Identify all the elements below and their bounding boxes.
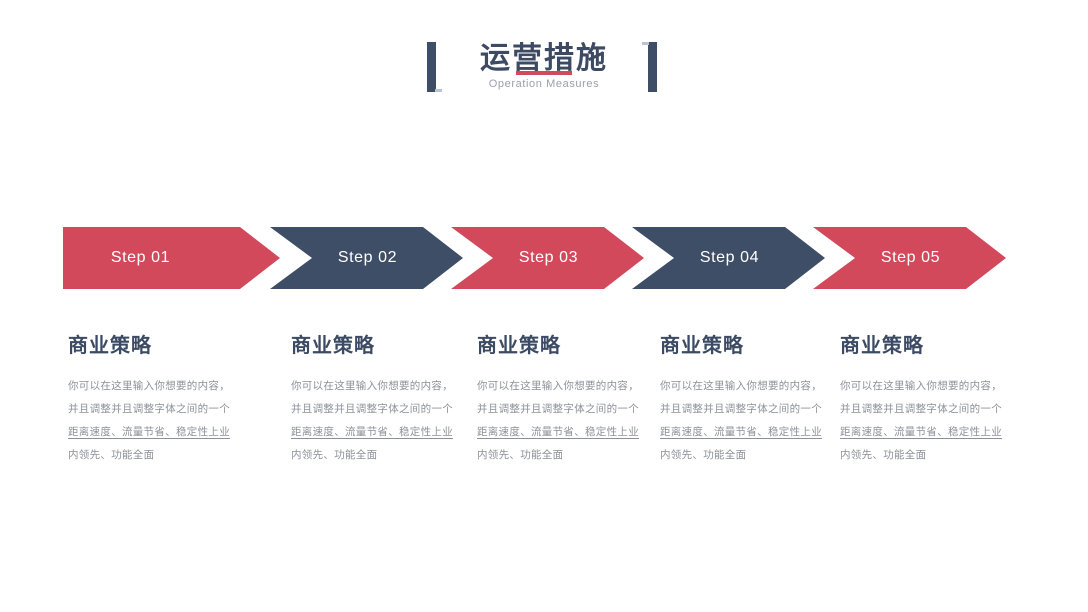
body-line: 并且调整并且调整字体之间的一个: [660, 403, 822, 415]
step-column-03: 商业策略 你可以在这里输入你想要的内容， 并且调整并且调整字体之间的一个 距离速…: [477, 329, 662, 467]
step-arrow-03: Step 03: [451, 227, 644, 289]
body-line-underlined: 距离速度、流量节省、稳定性上业: [291, 426, 453, 438]
right-bracket-decoration: [642, 42, 657, 92]
body-line-underlined: 距离速度、流量节省、稳定性上业: [477, 426, 639, 438]
column-04-heading: 商业策略: [660, 335, 744, 357]
step-04-label: Step 04: [699, 249, 760, 266]
body-line-underlined: 距离速度、流量节省、稳定性上业: [660, 426, 822, 438]
body-line-underlined: 距离速度、流量节省、稳定性上业: [840, 426, 1002, 438]
column-05-body: 你可以在这里输入你想要的内容， 并且调整并且调整字体之间的一个 距离速度、流量节…: [840, 375, 1025, 467]
body-line: 并且调整并且调整字体之间的一个: [291, 403, 453, 415]
body-line: 内领先、功能全面: [477, 449, 564, 461]
step-column-04: 商业策略 你可以在这里输入你想要的内容， 并且调整并且调整字体之间的一个 距离速…: [660, 329, 845, 467]
slide-title: 运营措施: [480, 42, 608, 75]
step-02-label: Step 02: [337, 249, 398, 266]
body-line: 你可以在这里输入你想要的内容，: [477, 380, 639, 392]
step-column-01: 商业策略 你可以在这里输入你想要的内容， 并且调整并且调整字体之间的一个 距离速…: [68, 329, 253, 467]
slide-subtitle: Operation Measures: [488, 78, 600, 90]
column-03-heading: 商业策略: [477, 335, 561, 357]
body-line: 内领先、功能全面: [68, 449, 155, 461]
body-line: 并且调整并且调整字体之间的一个: [68, 403, 230, 415]
step-column-05: 商业策略 你可以在这里输入你想要的内容， 并且调整并且调整字体之间的一个 距离速…: [840, 329, 1025, 467]
body-line: 内领先、功能全面: [840, 449, 927, 461]
step-arrow-05: Step 05: [813, 227, 1006, 289]
step-column-02: 商业策略 你可以在这里输入你想要的内容， 并且调整并且调整字体之间的一个 距离速…: [291, 329, 476, 467]
column-03-body: 你可以在这里输入你想要的内容， 并且调整并且调整字体之间的一个 距离速度、流量节…: [477, 375, 662, 467]
body-line: 并且调整并且调整字体之间的一个: [477, 403, 639, 415]
body-line: 内领先、功能全面: [291, 449, 378, 461]
column-01-body: 你可以在这里输入你想要的内容， 并且调整并且调整字体之间的一个 距离速度、流量节…: [68, 375, 253, 467]
body-line: 你可以在这里输入你想要的内容，: [68, 380, 230, 392]
slide-header: 运营措施 Operation Measures: [0, 0, 1088, 110]
step-01-label: Step 01: [110, 249, 171, 266]
body-line: 内领先、功能全面: [660, 449, 747, 461]
step-03-label: Step 03: [518, 249, 579, 266]
step-05-label: Step 05: [880, 249, 941, 266]
body-line: 并且调整并且调整字体之间的一个: [840, 403, 1002, 415]
body-line-underlined: 距离速度、流量节省、稳定性上业: [68, 426, 230, 438]
step-arrow-04: Step 04: [632, 227, 825, 289]
column-02-body: 你可以在这里输入你想要的内容， 并且调整并且调整字体之间的一个 距离速度、流量节…: [291, 375, 476, 467]
left-bracket-decoration: [427, 42, 442, 92]
body-line: 你可以在这里输入你想要的内容，: [291, 380, 453, 392]
step-arrow-02: Step 02: [270, 227, 463, 289]
column-02-heading: 商业策略: [291, 335, 375, 357]
title-underline-accent: [516, 71, 572, 75]
body-line: 你可以在这里输入你想要的内容，: [840, 380, 1002, 392]
column-04-body: 你可以在这里输入你想要的内容， 并且调整并且调整字体之间的一个 距离速度、流量节…: [660, 375, 845, 467]
step-arrow-01: Step 01: [63, 227, 280, 289]
steps-arrow-row: Step 01 Step 02 Step 03 Step 04 Step 05: [63, 227, 1013, 289]
column-05-heading: 商业策略: [840, 335, 924, 357]
body-line: 你可以在这里输入你想要的内容，: [660, 380, 822, 392]
column-01-heading: 商业策略: [68, 335, 152, 357]
